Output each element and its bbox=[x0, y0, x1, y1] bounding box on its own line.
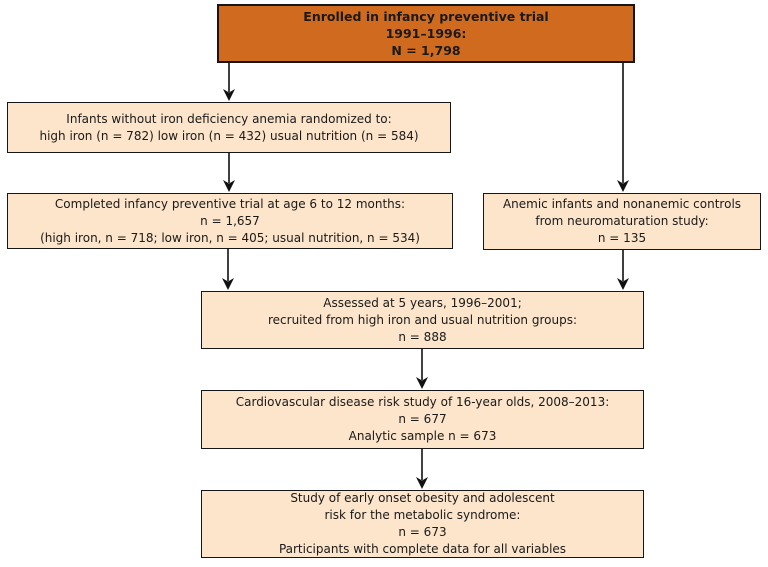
box-completed-trial: Completed infancy preventive trial at ag… bbox=[7, 193, 453, 249]
box-obesity-study-line-2: risk for the metabolic syndrome: bbox=[324, 508, 521, 522]
box-anemic-controls-line-3: n = 135 bbox=[597, 231, 647, 245]
arrow-title-to-anemic bbox=[616, 63, 630, 192]
box-obesity-study-line-4: Participants with complete data for all … bbox=[278, 542, 567, 556]
box-anemic-controls-line-2: from neuromaturation study: bbox=[535, 214, 709, 228]
box-cardiovascular-study-line-2: n = 677 bbox=[398, 412, 447, 426]
arrow-completed-to-assessed bbox=[221, 249, 235, 290]
box-cardiovascular-study-line-3: Analytic sample n = 673 bbox=[348, 429, 497, 443]
box-obesity-study: Study of early onset obesity and adolesc… bbox=[201, 490, 644, 558]
box-randomized: Infants without iron deficiency anemia r… bbox=[7, 102, 451, 153]
box-assessed-5-years: Assessed at 5 years, 1996–2001; recruite… bbox=[201, 291, 644, 349]
box-randomized-line-2: high iron (n = 782) low iron (n = 432) u… bbox=[39, 128, 419, 143]
arrow-cardio-to-obesity bbox=[415, 449, 429, 489]
box-obesity-study-line-3: n = 673 bbox=[398, 525, 447, 539]
box-assessed-5-years-line-1: Assessed at 5 years, 1996–2001; bbox=[323, 295, 522, 310]
box-assessed-5-years-line-3: n = 888 bbox=[398, 329, 447, 344]
box-enrolled-trial-line-3: N = 1,798 bbox=[391, 43, 461, 58]
box-completed-trial-line-3: (high iron, n = 718; low iron, n = 405; … bbox=[40, 230, 420, 245]
box-cardiovascular-study: Cardiovascular disease risk study of 16-… bbox=[201, 390, 644, 449]
box-obesity-study-line-1: Study of early onset obesity and adolesc… bbox=[290, 491, 555, 505]
box-enrolled-trial-line-1: Enrolled in infancy preventive trial bbox=[303, 9, 549, 24]
box-anemic-controls: Anemic infants and nonanemic controls fr… bbox=[483, 193, 761, 250]
box-randomized-line-1: Infants without iron deficiency anemia r… bbox=[66, 111, 392, 126]
arrow-assessed-to-cardio bbox=[415, 349, 429, 389]
arrow-randomized-to-completed bbox=[222, 153, 236, 192]
box-cardiovascular-study-line-1: Cardiovascular disease risk study of 16-… bbox=[235, 395, 610, 409]
arrow-anemic-to-assessed bbox=[616, 250, 630, 290]
box-assessed-5-years-line-2: recruited from high iron and usual nutri… bbox=[267, 312, 577, 327]
box-enrolled-trial-line-2: 1991–1996: bbox=[385, 26, 467, 41]
box-enrolled-trial: Enrolled in infancy preventive trial 199… bbox=[217, 4, 635, 63]
box-completed-trial-line-1: Completed infancy preventive trial at ag… bbox=[54, 196, 406, 211]
arrow-title-to-randomized bbox=[222, 63, 236, 101]
box-completed-trial-line-2: n = 1,657 bbox=[200, 213, 260, 228]
box-anemic-controls-line-1: Anemic infants and nonanemic controls bbox=[502, 197, 742, 211]
